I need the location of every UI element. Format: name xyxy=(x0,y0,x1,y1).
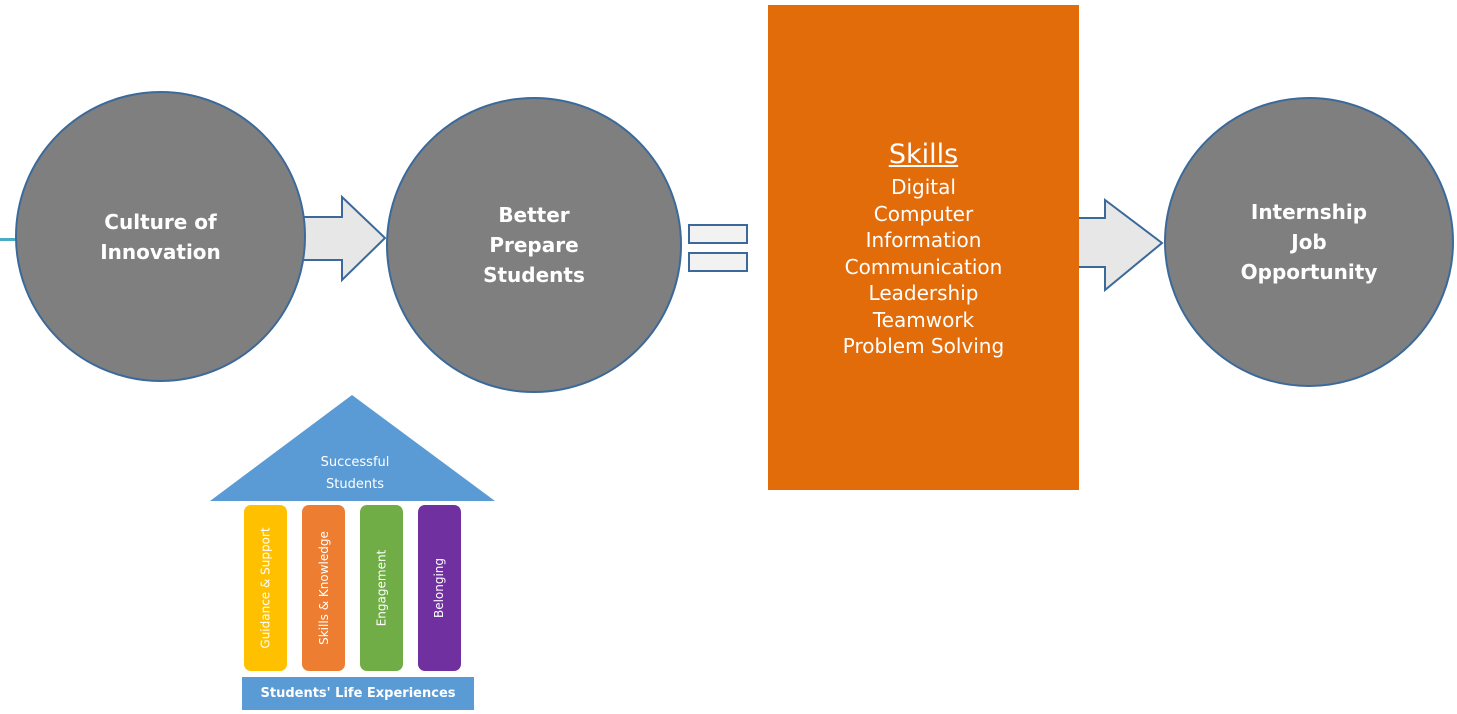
pillar-guidance-support: Guidance & Support xyxy=(244,505,287,671)
roof-line-1: Successful xyxy=(320,455,390,470)
outcome-line-3: Opportunity xyxy=(1240,260,1378,284)
culture-line-1: Culture of xyxy=(104,209,217,234)
skill-item: Digital xyxy=(891,175,956,199)
outcome-line-1: Internship xyxy=(1250,200,1368,224)
skill-item: Communication xyxy=(844,254,1003,279)
skill-item: Computer xyxy=(873,201,974,226)
skill-item: Problem Solving xyxy=(842,334,1005,358)
outcome-line-2: Job xyxy=(1291,230,1327,254)
pillar-label: Guidance & Support xyxy=(258,527,273,649)
pillar-label: Engagement xyxy=(374,549,389,627)
arrow-2-shape xyxy=(1074,197,1164,293)
skills-title: Skills xyxy=(888,139,959,170)
skill-item: Teamwork xyxy=(872,307,975,332)
culture-of-innovation-circle: Culture of Innovation xyxy=(15,91,306,382)
pillar-belonging: Belonging xyxy=(418,505,461,671)
skills-box: Skills Digital Computer Information Comm… xyxy=(768,5,1079,490)
roof-line-2: Students xyxy=(326,477,384,492)
pillar-skills-knowledge: Skills & Knowledge xyxy=(302,505,345,671)
arrow-1-shape xyxy=(294,194,387,283)
pillar-label: Skills & Knowledge xyxy=(316,531,331,645)
roof-label: Successful Students xyxy=(300,452,410,496)
pillar-engagement: Engagement xyxy=(360,505,403,671)
pillar-label: Belonging xyxy=(432,557,447,619)
skill-item: Information xyxy=(865,228,982,252)
prepare-line-3: Students xyxy=(483,263,585,287)
better-prepare-students-circle: Better Prepare Students xyxy=(386,97,682,393)
equals-bar-top xyxy=(688,224,748,244)
skill-item: Leadership xyxy=(868,281,979,305)
culture-line-2: Innovation xyxy=(100,239,221,264)
house-roof xyxy=(210,395,495,501)
prepare-line-1: Better xyxy=(498,203,570,227)
skills-list: Digital Computer Information Communicati… xyxy=(768,174,1079,360)
prepare-line-2: Prepare xyxy=(489,233,579,257)
house-base: Students' Life Experiences xyxy=(242,677,474,710)
equals-bar-bottom xyxy=(688,252,748,272)
internship-job-opportunity-circle: Internship Job Opportunity xyxy=(1164,97,1454,387)
